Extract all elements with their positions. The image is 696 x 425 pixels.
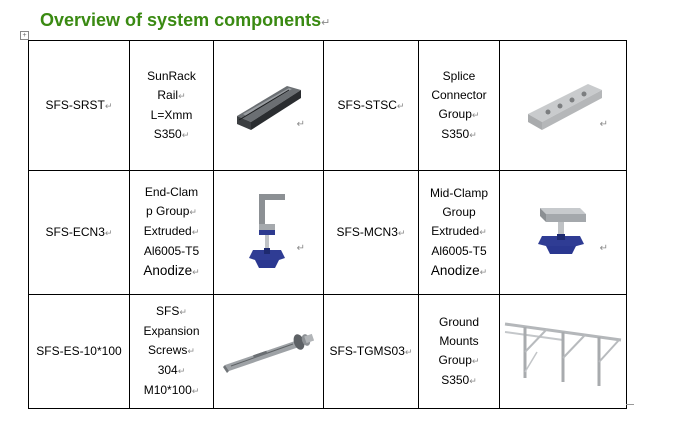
expansion-screw-icon xyxy=(222,333,314,373)
part-code-cell: SFS-ECN3↵ xyxy=(28,170,130,295)
part-description-cell: SFS↵ Expansion Screws↵ 304↵ M10*100↵ xyxy=(129,294,214,409)
document-title: Overview of system components↵ xyxy=(40,10,331,30)
part-description-cell: End-Clam p Group↵ Extruded↵ Al6005-T5 An… xyxy=(129,170,214,295)
part-code-cell: SFS-MCN3↵ xyxy=(323,170,419,295)
part-code-cell: SFS-STSC↵ xyxy=(323,40,419,171)
part-image-cell xyxy=(213,294,324,409)
end-clamp-icon xyxy=(248,193,285,268)
part-description-cell: Mid-Clamp Group Extruded↵ Al6005-T5 Anod… xyxy=(418,170,500,295)
part-image-cell: ↵ xyxy=(213,170,324,295)
aluminum-rail-icon xyxy=(236,85,301,130)
ground-mount-frame-icon xyxy=(504,322,622,386)
components-table: SFS-SRST↵ SunRack Rail↵ L=Xmm S350↵ ↵ SF… xyxy=(28,40,627,409)
part-description-cell: Ground Mounts Group↵ S350↵ xyxy=(418,294,500,409)
table-row: SFS-ECN3↵ End-Clam p Group↵ Extruded↵ Al… xyxy=(28,170,627,295)
part-image-cell xyxy=(499,294,627,409)
table-move-handle-icon[interactable]: + xyxy=(20,31,29,40)
part-description-cell: Splice Connector Group↵ S350↵ xyxy=(418,40,500,171)
part-code-cell: SFS-SRST↵ xyxy=(28,40,130,171)
mid-clamp-icon xyxy=(538,207,586,254)
table-resize-handle[interactable] xyxy=(626,404,634,405)
part-code-cell: SFS-TGMS03↵ xyxy=(323,294,419,409)
part-code-cell: SFS-ES-10*100 xyxy=(28,294,130,409)
splice-connector-icon xyxy=(528,83,602,130)
part-description-cell: SunRack Rail↵ L=Xmm S350↵ xyxy=(129,40,214,171)
part-image-cell: ↵ xyxy=(499,40,627,171)
part-image-cell: ↵ xyxy=(499,170,627,295)
table-row: SFS-SRST↵ SunRack Rail↵ L=Xmm S350↵ ↵ SF… xyxy=(28,40,627,171)
table-row: SFS-ES-10*100 SFS↵ Expansion Screws↵ 304… xyxy=(28,294,627,409)
part-image-cell: ↵ xyxy=(213,40,324,171)
